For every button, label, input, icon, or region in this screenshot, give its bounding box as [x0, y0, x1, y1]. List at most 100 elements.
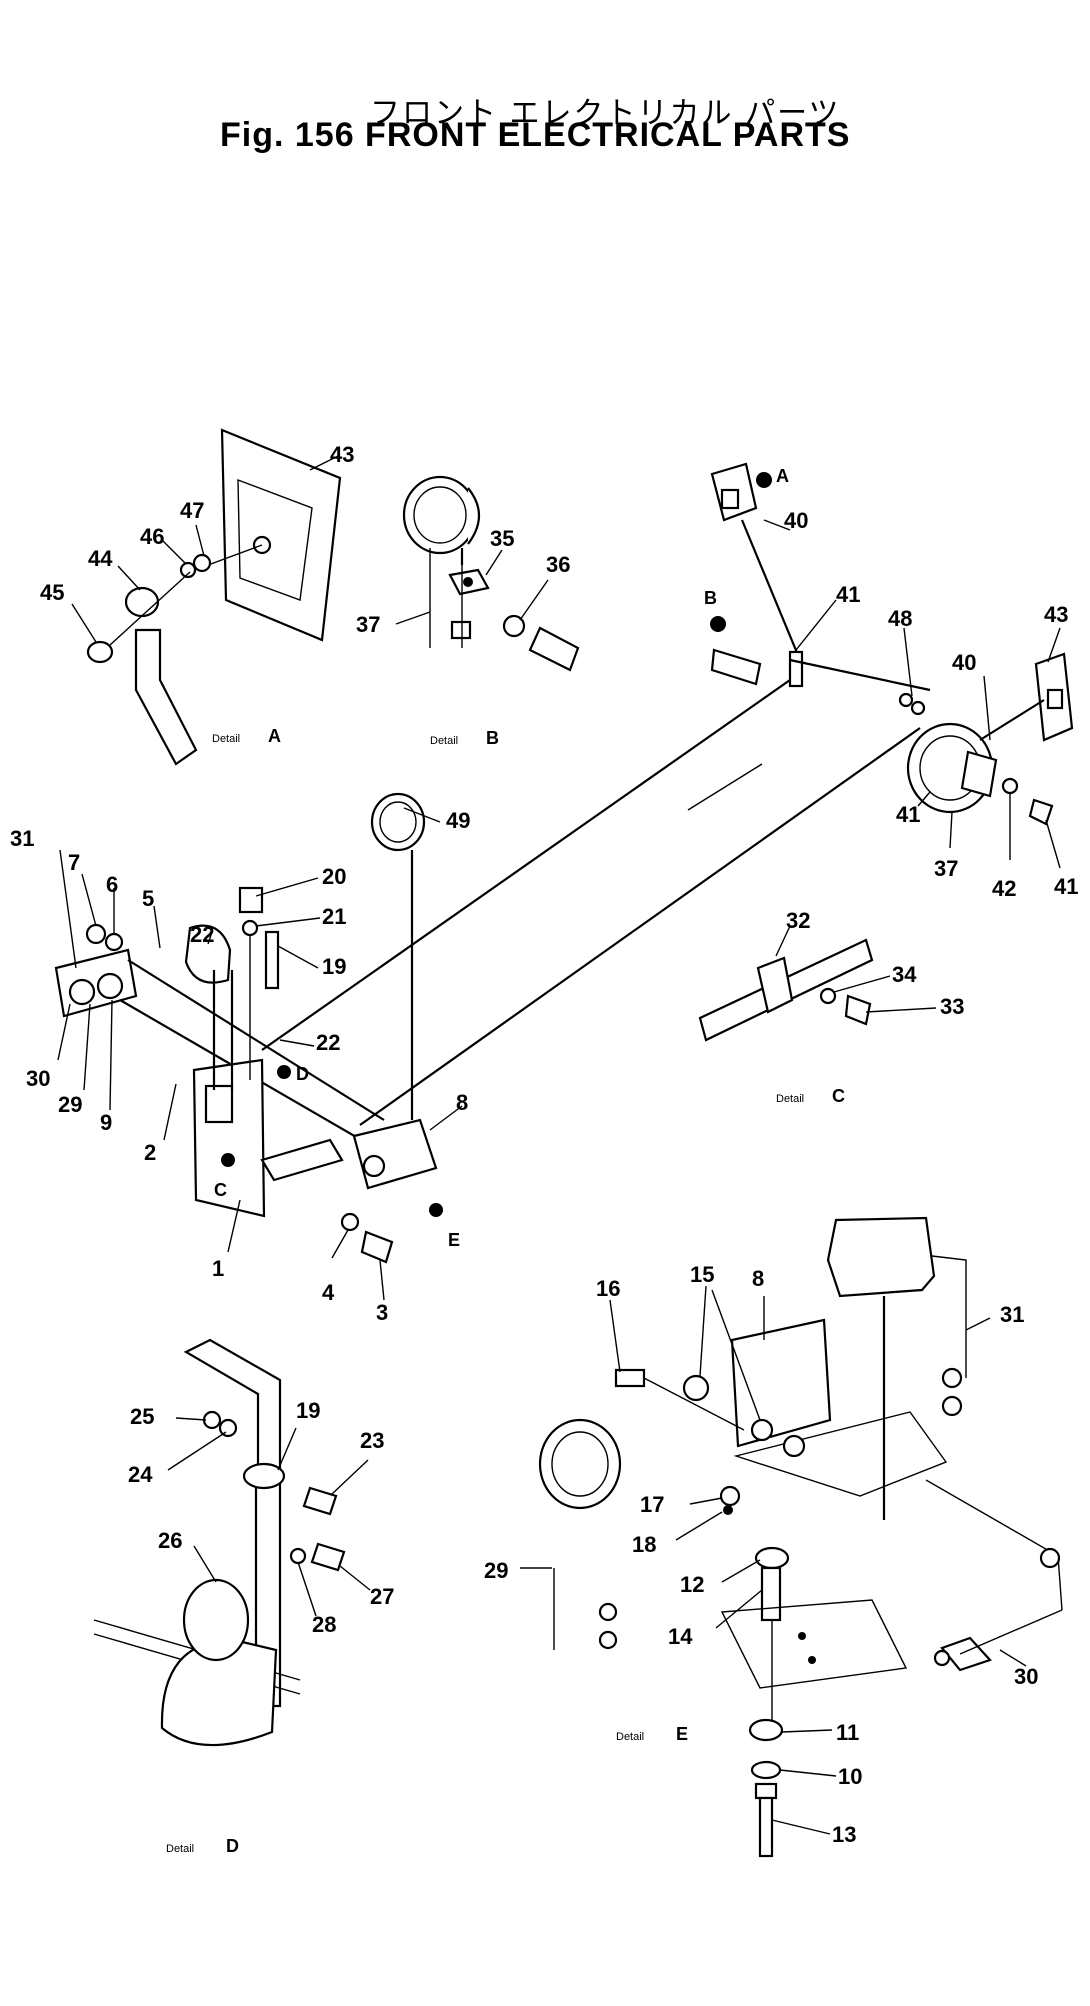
detail-d-group	[93, 1338, 371, 1747]
axis-line-a2	[109, 571, 191, 646]
horn-8	[352, 1118, 438, 1190]
callout-37-b: 37	[356, 612, 380, 637]
horn-8-e	[730, 1318, 832, 1448]
leader-24	[167, 1431, 227, 1471]
cross-pipe-lower	[359, 727, 921, 1126]
callout-labels: 43 47 46 44 45 35 36 37 49 20 21 19 22 2…	[10, 442, 1078, 1847]
callout-8: 8	[456, 1090, 468, 1115]
callout-47: 47	[180, 498, 204, 523]
callout-30-e: 30	[1014, 1664, 1038, 1689]
callout-5: 5	[142, 886, 154, 911]
leader-30e	[999, 1649, 1027, 1667]
callout-23: 23	[360, 1428, 384, 1453]
detail-markers: A B C D E	[214, 466, 789, 1250]
leader-2	[163, 1083, 177, 1141]
nut-25	[202, 1410, 222, 1430]
washer-4	[340, 1212, 360, 1232]
nut-30a	[1039, 1547, 1061, 1569]
plate-19	[264, 930, 280, 990]
pipe-b	[528, 626, 580, 672]
clamp-32	[756, 956, 794, 1014]
pipe-d-upper	[183, 1338, 282, 1482]
callout-32: 32	[786, 908, 810, 933]
mounting-plate-43	[220, 428, 342, 642]
bolt-41	[1028, 798, 1054, 826]
plate-hole-e1	[798, 1632, 806, 1640]
detail-a-caption-prefix: Detail	[212, 733, 240, 745]
nut-31a	[941, 1367, 963, 1389]
leader-22a	[207, 931, 213, 945]
leader-32	[775, 925, 791, 957]
leader-33	[865, 1007, 937, 1013]
bracket-30-bar	[959, 1609, 1063, 1655]
callout-18: 18	[632, 1532, 656, 1557]
callout-21: 21	[322, 904, 346, 929]
callout-12: 12	[680, 1572, 704, 1597]
callout-34: 34	[892, 962, 917, 987]
pipe-shade-mark	[687, 763, 763, 811]
bracket-31-line	[931, 1255, 967, 1378]
callout-26: 26	[158, 1528, 182, 1553]
nut-18	[723, 1505, 733, 1515]
bolt-16	[614, 1368, 646, 1388]
nut-47	[192, 553, 212, 573]
callout-24: 24	[128, 1462, 153, 1487]
plate-recess	[237, 478, 313, 601]
leader-37main	[949, 811, 953, 849]
callout-29: 29	[58, 1092, 82, 1117]
leader-34	[833, 975, 891, 993]
leader-18	[675, 1511, 723, 1541]
callout-37-main: 37	[934, 856, 958, 881]
callout-45: 45	[40, 580, 64, 605]
callout-14: 14	[668, 1624, 693, 1649]
leader-36	[519, 579, 549, 621]
detail-c-caption-letter: C	[832, 1086, 845, 1106]
leader-43b	[1047, 627, 1061, 663]
callout-2: 2	[144, 1140, 156, 1165]
callout-42: 42	[992, 876, 1016, 901]
callout-28: 28	[312, 1612, 336, 1637]
callout-29-e: 29	[484, 1558, 508, 1583]
washer-28	[289, 1547, 307, 1565]
leader-26	[193, 1545, 217, 1583]
leader-23	[331, 1459, 369, 1495]
lamp-31	[826, 1216, 936, 1298]
plate-hole-e2	[808, 1656, 816, 1664]
pipe-a	[134, 628, 198, 766]
marker-label-c: C	[214, 1180, 227, 1200]
washer-24	[218, 1418, 238, 1438]
nut-36	[502, 614, 526, 638]
washer-17	[719, 1485, 741, 1507]
leader-25	[175, 1417, 207, 1421]
callout-20: 20	[322, 864, 346, 889]
callout-49: 49	[446, 808, 470, 833]
bolt-13-head	[754, 1782, 778, 1800]
leader-14	[715, 1589, 763, 1629]
leader-13	[771, 1819, 831, 1835]
bracket-bolt	[463, 577, 473, 587]
leader-48	[903, 627, 913, 697]
leader-31	[59, 849, 77, 969]
detail-e-group	[520, 1216, 1063, 1858]
callout-44: 44	[88, 546, 113, 571]
leader-22b	[279, 1039, 315, 1047]
clamp-40-upper	[710, 648, 762, 686]
detail-b-caption-letter: B	[486, 728, 499, 748]
bolt-head-15a	[750, 1418, 774, 1442]
mounting-plate-1	[192, 1058, 266, 1218]
leader-41	[1045, 819, 1061, 869]
right-lamp-assembly	[710, 462, 1074, 869]
marker-d	[277, 1065, 291, 1079]
bolt-30	[940, 1636, 992, 1672]
nut-29b	[598, 1630, 618, 1650]
callout-40-a: 41	[836, 582, 860, 607]
base-plate-e	[720, 1599, 908, 1689]
link-arm	[260, 1138, 344, 1182]
leader-19	[277, 945, 319, 969]
callout-31-e: 31	[1000, 1302, 1024, 1327]
cross-pipes	[261, 679, 921, 1126]
plate-a-slot	[720, 488, 740, 510]
title-english: Fig. 156 FRONT ELECTRICAL PARTS	[220, 116, 851, 154]
